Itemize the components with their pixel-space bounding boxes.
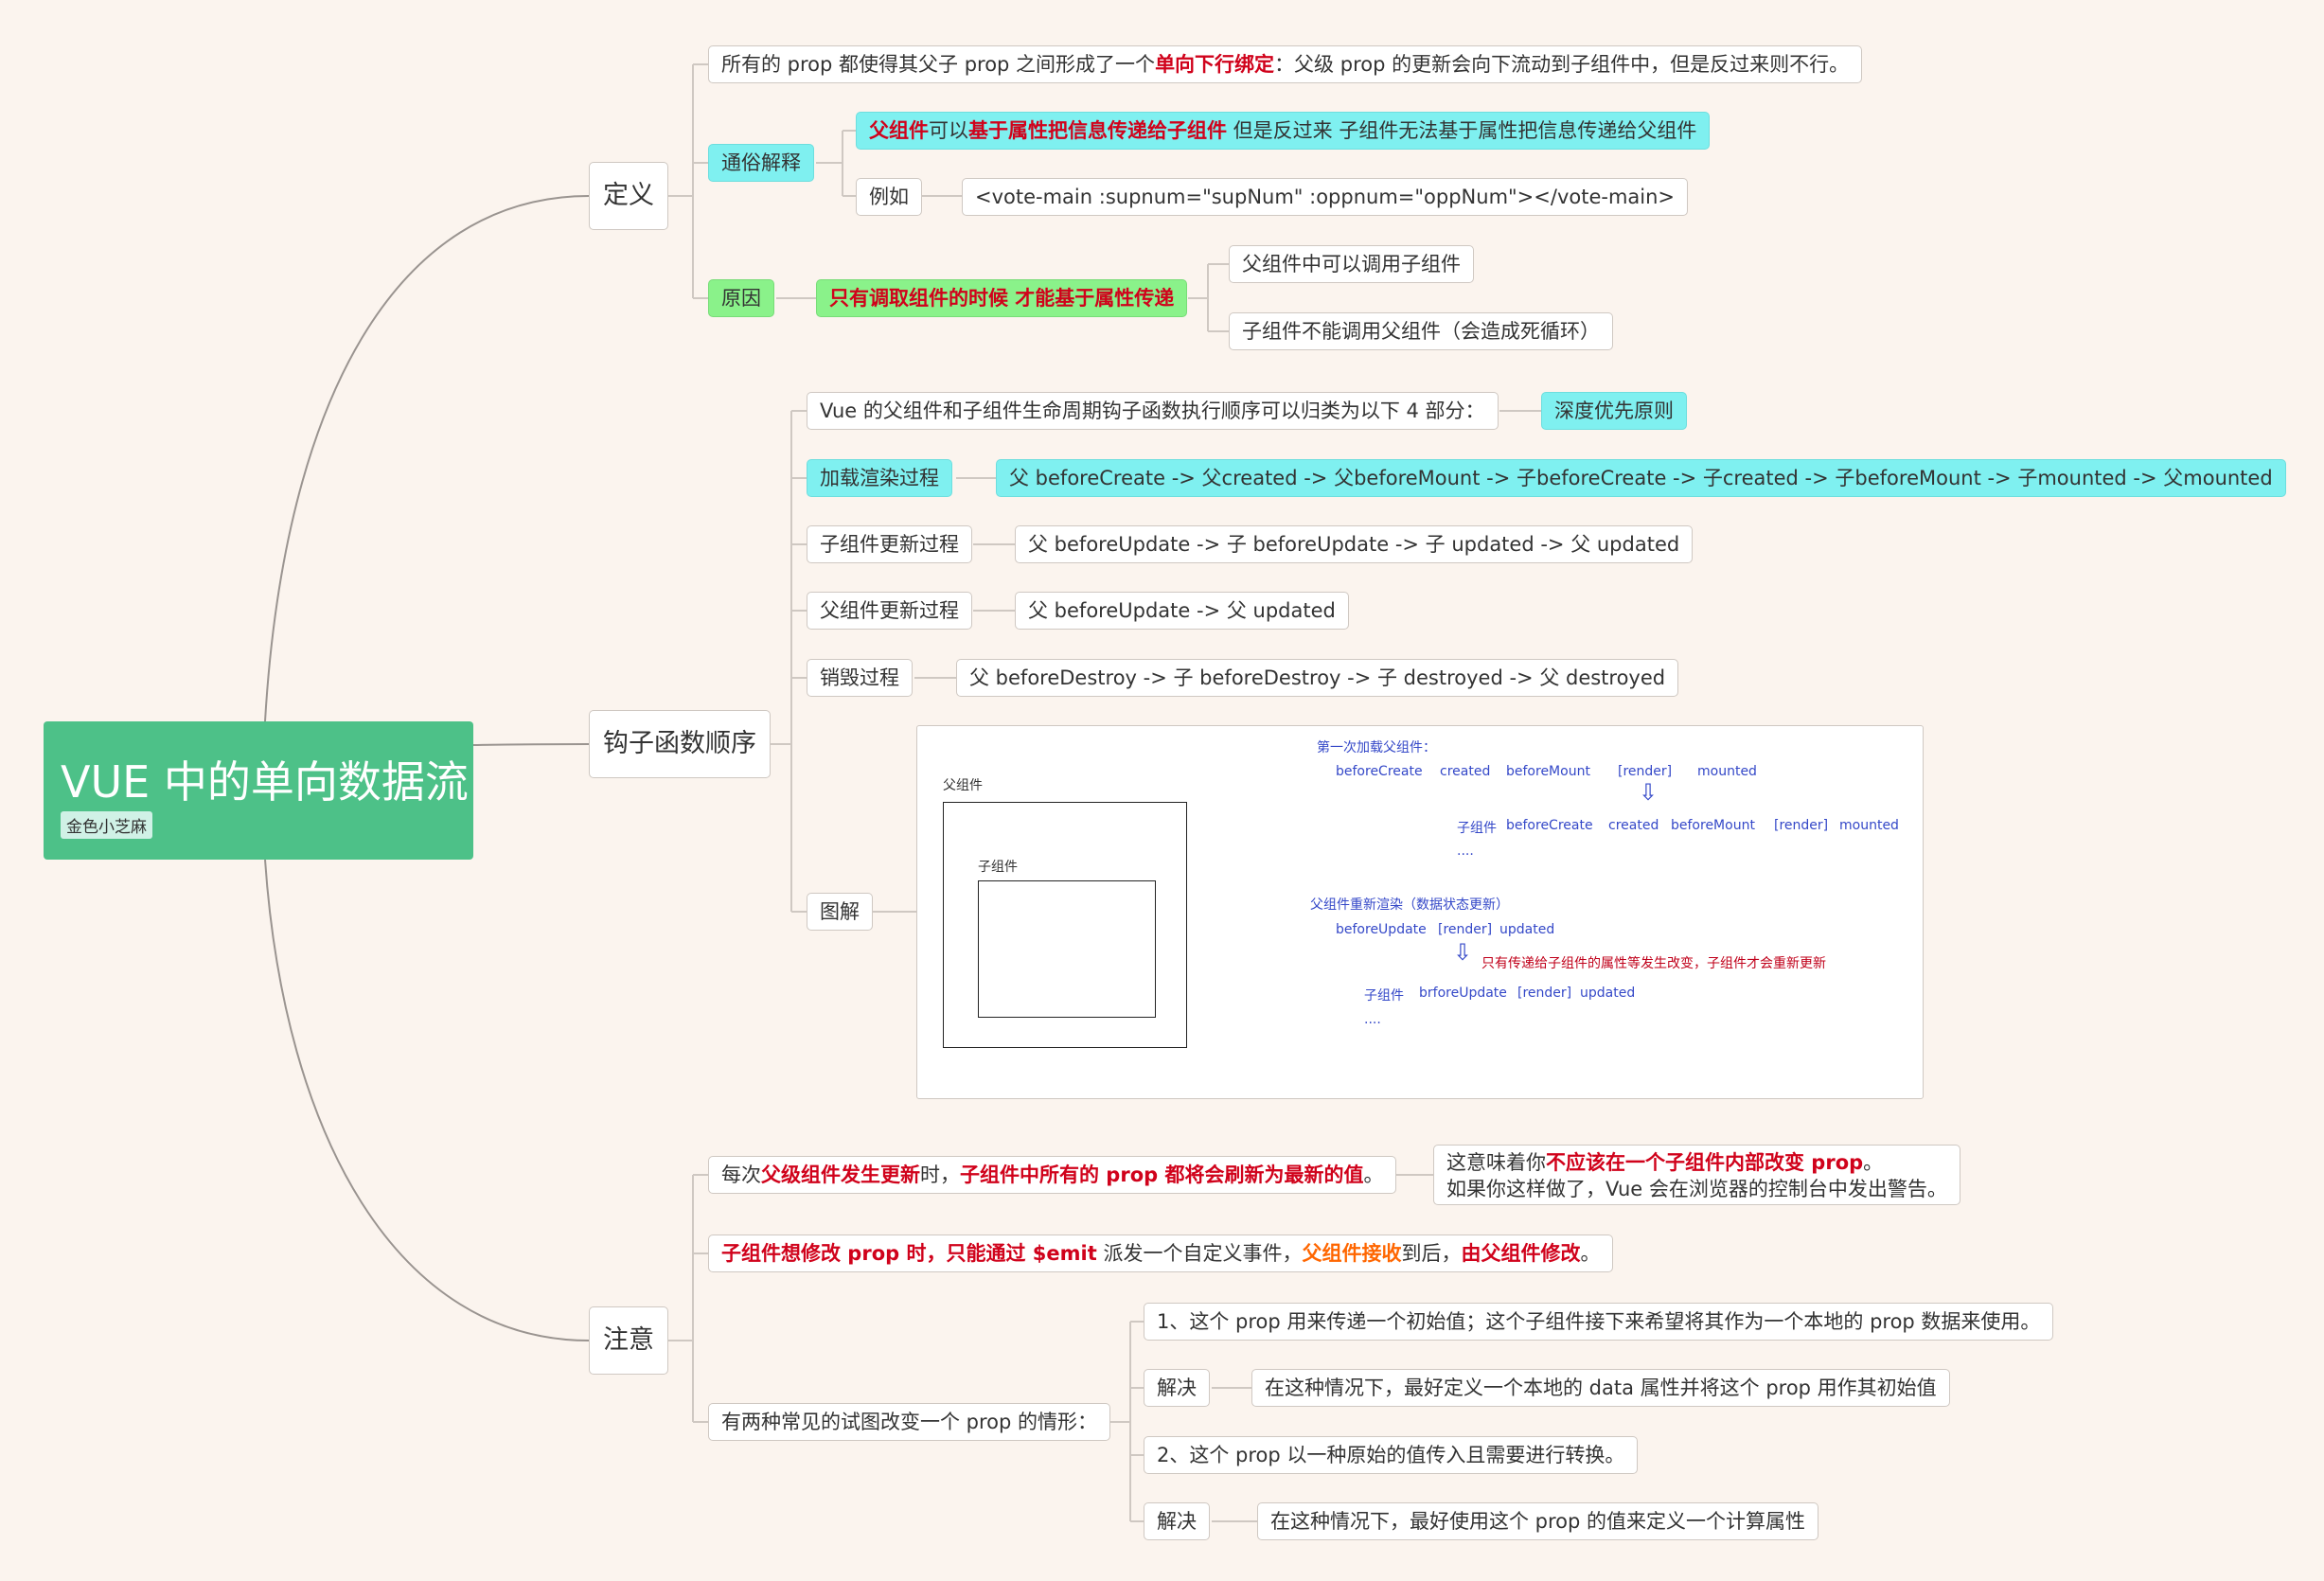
diagram-child-hook-2: created [1608,818,1659,833]
diagram-down-arrow-icon-2: ⇩ [1453,939,1473,966]
diagram-update-hook-1: beforeUpdate [1336,922,1427,937]
reason-child-1[interactable]: 父组件中可以调用子组件 [1229,245,1474,283]
definition-statement[interactable]: 所有的 prop 都使得其父子 prop 之间形成了一个单向下行绑定：父级 pr… [708,45,1863,83]
diagram-parent-hook-1: beforeCreate [1336,764,1423,779]
hooks-item-value-child-update[interactable]: 父 beforeUpdate -> 子 beforeUpdate -> 子 up… [1015,525,1694,563]
reason-text[interactable]: 只有调取组件的时候 才能基于属性传递 [816,279,1188,317]
diagram-child-update-hook-2: [render] [1517,986,1572,1001]
case-1-text[interactable]: 1、这个 prop 用来传递一个初始值；这个子组件接下来希望将其作为一个本地的 … [1144,1303,2054,1341]
hooks-item-value-load[interactable]: 父 beforeCreate -> 父created -> 父beforeMou… [996,459,2286,497]
hooks-intro[interactable]: Vue 的父组件和子组件生命周期钩子函数执行顺序可以归类为以下 4 部分： [807,392,1499,430]
example-code[interactable]: <vote-main :supnum="supNum" :oppnum="opp… [962,178,1689,216]
root-title: VUE 中的单向数据流 [61,756,469,808]
note-1[interactable]: 每次父级组件发生更新时，子组件中所有的 prop 都将会刷新为最新的值。 [708,1156,1397,1194]
diagram-label[interactable]: 图解 [807,893,873,931]
hooks-item-label-destroy[interactable]: 销毁过程 [807,659,913,697]
diagram-first-load-title: 第一次加载父组件： [1317,740,1436,755]
case-1-solution[interactable]: 在这种情况下，最好定义一个本地的 data 属性并将这个 prop 用作其初始值 [1251,1369,1950,1407]
hooks-item-label-load[interactable]: 加载渲染过程 [807,459,952,497]
note-2[interactable]: 子组件想修改 prop 时，只能通过 $emit 派发一个自定义事件，父组件接收… [708,1235,1614,1272]
topic-hook-order[interactable]: 钩子函数顺序 [589,710,771,778]
diagram-parent-hook-2: created [1440,764,1491,779]
hooks-item-label-parent-update[interactable]: 父组件更新过程 [807,592,972,630]
hooks-item-value-parent-update[interactable]: 父 beforeUpdate -> 父 updated [1015,592,1349,630]
diagram-rerender-title: 父组件重新渲染（数据状态更新） [1310,897,1509,913]
diagram-update-hook-2: [render] [1438,922,1493,937]
root-topic[interactable]: VUE 中的单向数据流 金色小芝麻 [44,721,473,860]
diagram-arrow-note: 只有传递给子组件的属性等发生改变，子组件才会重新更新 [1481,956,1826,971]
case-2-solution-label[interactable]: 解决 [1144,1502,1210,1540]
diagram-child-prefix: 子组件 [1457,821,1497,836]
diagram-ellipsis-1: .... [1457,844,1474,859]
plain-explanation-text[interactable]: 父组件可以基于属性把信息传递给子组件 但是反过来 子组件无法基于属性把信息传递给… [856,112,1711,150]
diagram-child-hook-4: [render] [1774,818,1829,833]
diagram-parent-hook-4: [render] [1618,764,1673,779]
diagram-parent-box [943,802,1187,1048]
plain-explanation-label[interactable]: 通俗解释 [708,144,814,182]
case-1-solution-label[interactable]: 解决 [1144,1369,1210,1407]
diagram-child-hook-5: mounted [1839,818,1899,833]
diagram-child-update-hook-1: brforeUpdate [1419,986,1507,1001]
diagram-child-box [978,880,1156,1018]
topic-notes[interactable]: 注意 [589,1306,668,1375]
diagram-parent-label: 父组件 [943,778,983,793]
depth-first-tag[interactable]: 深度优先原则 [1541,392,1687,430]
diagram-child-label: 子组件 [978,860,1018,875]
root-label-tag: 金色小芝麻 [61,811,152,839]
example-label[interactable]: 例如 [856,178,922,216]
diagram-child-update-prefix: 子组件 [1364,988,1404,1004]
note-3[interactable]: 有两种常见的试图改变一个 prop 的情形： [708,1403,1111,1441]
diagram-parent-hook-5: mounted [1697,764,1757,779]
diagram-down-arrow-icon: ⇩ [1639,779,1659,806]
lifecycle-diagram-image: 父组件 子组件 第一次加载父组件： beforeCreate created b… [916,725,1924,1099]
reason-child-2[interactable]: 子组件不能调用父组件（会造成死循环） [1229,312,1613,350]
diagram-parent-hook-3: beforeMount [1506,764,1590,779]
case-2-solution[interactable]: 在这种情况下，最好使用这个 prop 的值来定义一个计算属性 [1257,1502,1819,1540]
diagram-update-hook-3: updated [1499,922,1555,937]
diagram-child-hook-1: beforeCreate [1506,818,1593,833]
diagram-child-hook-3: beforeMount [1671,818,1755,833]
diagram-ellipsis-2: .... [1364,1012,1381,1027]
hooks-item-label-child-update[interactable]: 子组件更新过程 [807,525,972,563]
hooks-item-value-destroy[interactable]: 父 beforeDestroy -> 子 beforeDestroy -> 子 … [956,659,1679,697]
note-1-consequence[interactable]: 这意味着你不应该在一个子组件内部改变 prop。 如果你这样做了，Vue 会在浏… [1433,1145,1960,1205]
reason-label[interactable]: 原因 [708,279,774,317]
diagram-child-update-hook-3: updated [1580,986,1636,1001]
case-2-text[interactable]: 2、这个 prop 以一种原始的值传入且需要进行转换。 [1144,1436,1639,1474]
topic-definition[interactable]: 定义 [589,162,668,230]
